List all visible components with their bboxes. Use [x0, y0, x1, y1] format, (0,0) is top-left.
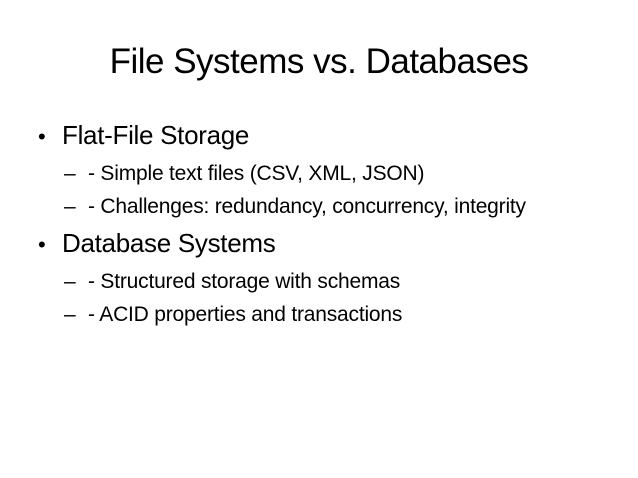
- dash-bullet-icon: –: [64, 162, 76, 185]
- sub-bullet-text: - ACID properties and transactions: [88, 303, 403, 326]
- bullet-text: Flat-File Storage: [62, 120, 250, 150]
- sub-bullet-structured-storage: – - Structured storage with schemas: [38, 265, 600, 298]
- sub-bullet-text: - Structured storage with schemas: [88, 270, 401, 293]
- dash-bullet-icon: –: [64, 270, 76, 293]
- sub-bullet-challenges: – - Challenges: redundancy, concurrency,…: [38, 190, 600, 223]
- bullet-dot-icon: •: [38, 232, 46, 257]
- dash-bullet-icon: –: [64, 195, 76, 218]
- slide-title: File Systems vs. Databases: [109, 42, 529, 81]
- dash-bullet-icon: –: [64, 303, 76, 326]
- bullet-item-flat-file-storage: • Flat-File Storage: [38, 115, 600, 157]
- sub-bullet-acid-properties: – - ACID properties and transactions: [38, 298, 600, 331]
- sub-bullet-simple-text-files: – - Simple text files (CSV, XML, JSON): [38, 157, 600, 190]
- sub-bullet-text: - Challenges: redundancy, concurrency, i…: [88, 195, 526, 218]
- sub-bullet-text: - Simple text files (CSV, XML, JSON): [88, 162, 425, 185]
- bullet-item-database-systems: • Database Systems: [38, 223, 600, 265]
- bullet-text: Database Systems: [62, 228, 276, 258]
- slide-body: • Flat-File Storage – - Simple text file…: [38, 115, 600, 331]
- bullet-dot-icon: •: [38, 124, 46, 149]
